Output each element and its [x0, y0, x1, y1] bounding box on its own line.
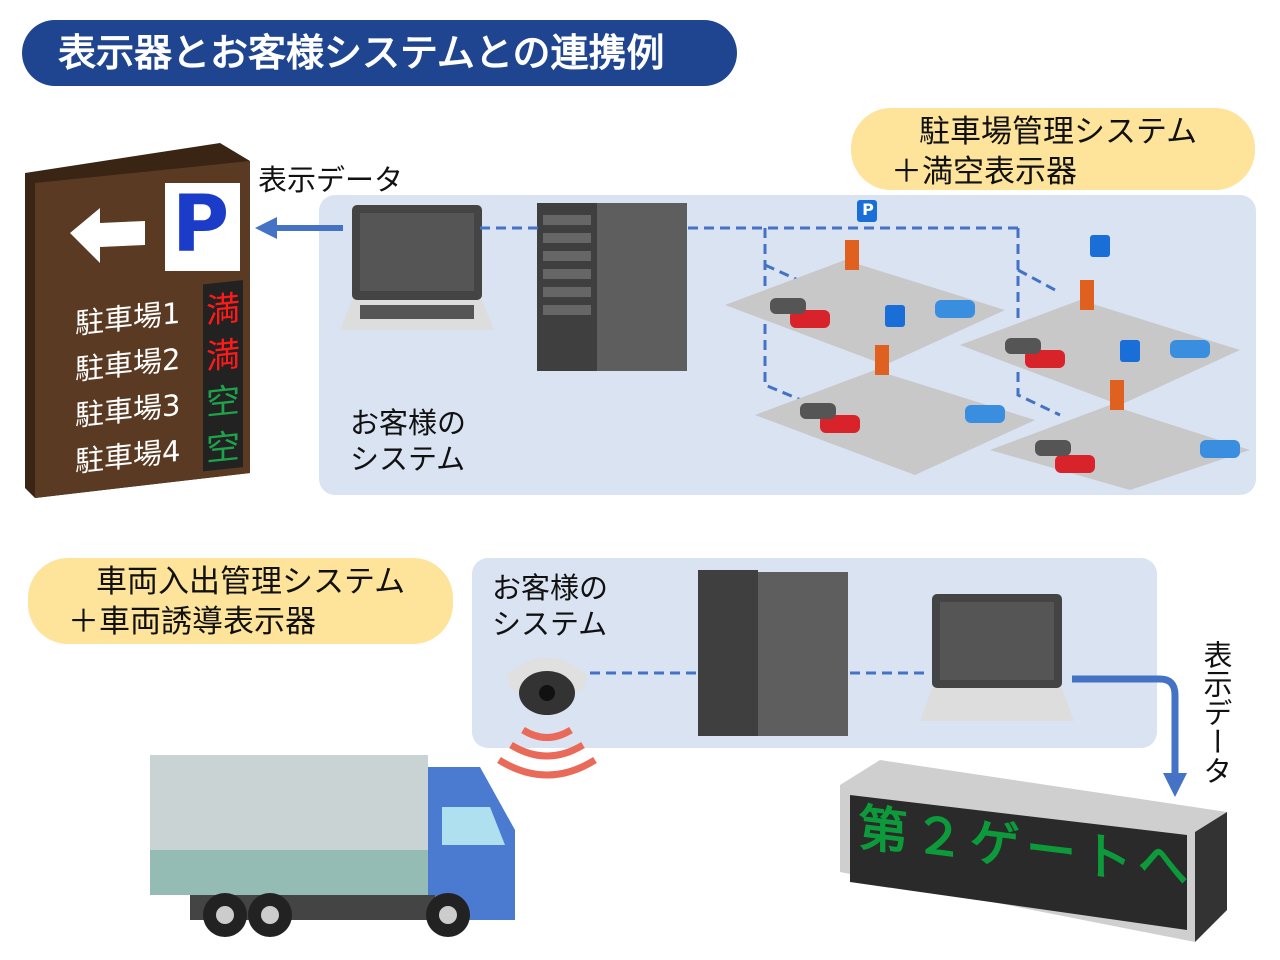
- label-line2: システム: [350, 442, 466, 476]
- customer-system-label: お客様の システム: [350, 405, 466, 477]
- arrow-down-icon: [1072, 675, 1187, 797]
- server-icon: [537, 203, 687, 371]
- display-data-label: 表示データ: [1199, 640, 1233, 785]
- customer-system-label: お客様の システム: [492, 570, 608, 642]
- lot-status: 空: [203, 371, 243, 425]
- label-line2: ＋車両誘導表示器: [68, 604, 316, 640]
- label-line1: お客様の: [492, 571, 609, 605]
- label-line1: お客様の: [350, 406, 467, 440]
- label-line1: 駐車場管理システム: [919, 114, 1198, 150]
- arrow-left-icon: [255, 217, 343, 239]
- parking-lots-illustration: [725, 200, 1250, 490]
- label-line2: ＋満空表示器: [891, 154, 1077, 190]
- p-mark: P: [172, 180, 230, 270]
- led-display: [840, 760, 1227, 942]
- vehicle-network: [590, 570, 1074, 736]
- laptop-icon: [340, 205, 494, 330]
- page-title: 表示器とお客様システムとの連携例: [22, 20, 737, 86]
- parking-guidance-sign: [25, 143, 250, 498]
- camera-icon: [497, 657, 597, 779]
- arrow-left-icon: [70, 208, 145, 263]
- truck-icon: [150, 755, 515, 937]
- lot-status: 満: [203, 279, 243, 333]
- server-icon: [698, 570, 758, 736]
- lot-p-mark: P: [862, 200, 874, 219]
- lot-status: 満: [203, 325, 243, 379]
- display-data-label: 表示データ: [258, 163, 404, 197]
- label-line2: システム: [492, 607, 608, 641]
- parking-system-label: 駐車場管理システム ＋満空表示器: [851, 108, 1255, 190]
- lot-status: 空: [203, 417, 243, 471]
- vehicle-system-label: 車両入出管理システム ＋車両誘導表示器: [28, 558, 453, 644]
- label-line1: 車両入出管理システム: [96, 564, 406, 600]
